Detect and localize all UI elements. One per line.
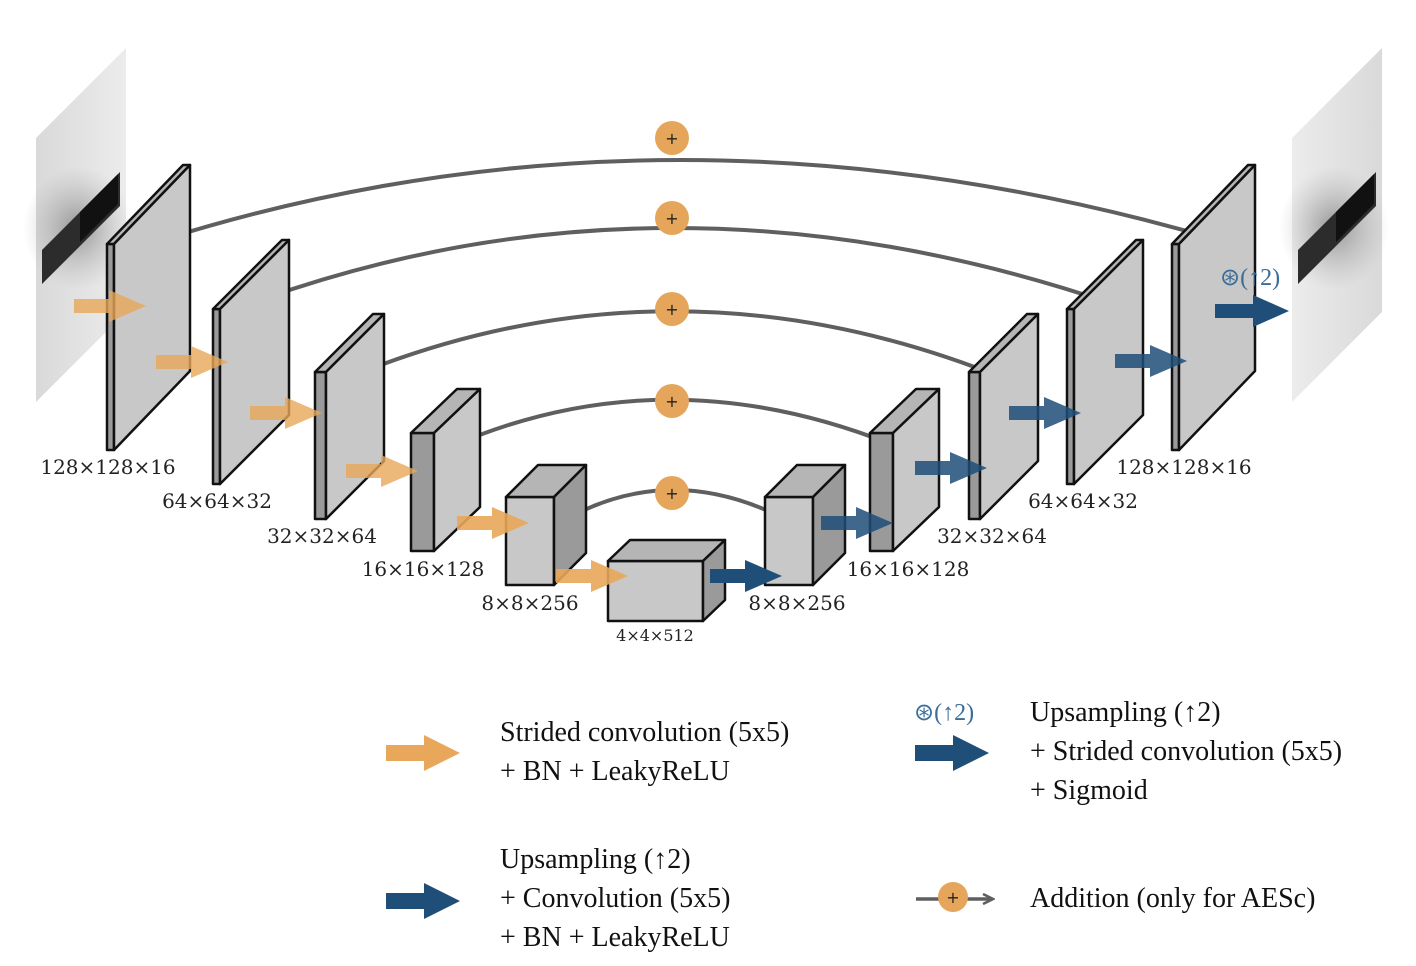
legend-up-conv: Upsampling (↑2) + Convolution (5x5) + BN… (386, 844, 730, 953)
decoder-arrow-icon (821, 507, 893, 539)
addition-node-icon: + (938, 882, 968, 912)
encoder-arrow-icon (74, 290, 146, 322)
decoder-arrow-icon (1009, 397, 1081, 429)
addition-node-icon: + (655, 121, 689, 155)
bottleneck-block (606, 538, 727, 623)
addition-nodes: + + + + + (655, 121, 689, 510)
output-image-icon (1279, 48, 1389, 402)
decoder-dim-labels: 8×8×256 16×16×128 32×32×64 64×64×32 128×… (748, 455, 1251, 615)
encoder-arrows (74, 290, 628, 592)
svg-text:+: + (665, 484, 678, 503)
legend-up-strided-conv: ⊛(↑2) Upsampling (↑2) + Strided convolut… (914, 697, 1342, 806)
encoder-dim-5: 8×8×256 (481, 591, 578, 615)
svg-text:Upsampling (↑2): Upsampling (↑2) (500, 844, 691, 875)
decoder-arrow-icon (386, 883, 460, 919)
decoder-arrow-icon (710, 560, 782, 592)
encoder-block-3 (313, 312, 386, 521)
decoder-dim-2: 16×16×128 (847, 557, 970, 581)
encoder-dim-2: 64×64×32 (162, 489, 272, 513)
encoder-arrow-icon (250, 397, 322, 429)
encoder-arrow-icon (457, 507, 529, 539)
decoder-dim-5: 128×128×16 (1116, 455, 1251, 479)
addition-node-icon: + (655, 476, 689, 510)
addition-node-icon: + (655, 201, 689, 235)
decoder-dim-1: 8×8×256 (748, 591, 845, 615)
svg-text:+ Convolution (5x5): + Convolution (5x5) (500, 883, 730, 914)
decoder-dim-4: 64×64×32 (1028, 489, 1138, 513)
addition-node-icon: + (655, 292, 689, 326)
encoder-arrow-icon (346, 455, 418, 487)
svg-text:+ BN + LeakyReLU: + BN + LeakyReLU (500, 756, 730, 787)
svg-text:Addition (only for AESc): Addition (only for AESc) (1030, 883, 1315, 914)
addition-node-icon: + (655, 384, 689, 418)
encoder-arrow-icon (156, 346, 228, 378)
svg-text:+ Strided convolution (5x5): + Strided convolution (5x5) (1030, 736, 1342, 767)
legend: Strided convolution (5x5) + BN + LeakyRe… (386, 697, 1342, 953)
encoder-arrow-icon (556, 560, 628, 592)
svg-text:+ Sigmoid: + Sigmoid (1030, 775, 1148, 806)
legend-addition: + Addition (only for AESc) (916, 882, 1315, 914)
encoder-block-4 (409, 387, 482, 553)
decoder-arrow-icon (915, 452, 987, 484)
encoder-dim-4: 16×16×128 (362, 557, 485, 581)
skip-connection-1 (161, 158, 1218, 240)
skip-connection-2 (262, 226, 1110, 303)
decoder-arrow-icon (915, 735, 989, 771)
decoder-arrow-icon (1215, 295, 1289, 327)
encoder-dim-3: 32×32×64 (267, 524, 377, 548)
decoder-dim-3: 32×32×64 (937, 524, 1047, 548)
svg-text:Upsampling (↑2): Upsampling (↑2) (1030, 697, 1221, 728)
encoder-block-2 (211, 238, 291, 486)
encoder-arrow-icon (386, 735, 460, 771)
decoder-arrows (710, 295, 1289, 592)
decoder-arrow-icon (1115, 345, 1187, 377)
svg-text:+: + (665, 129, 678, 148)
input-image-icon (23, 48, 133, 402)
svg-text:+: + (665, 392, 678, 411)
encoder-dim-1: 128×128×16 (40, 455, 175, 479)
encoder-block-5 (504, 463, 588, 587)
svg-text:+: + (665, 209, 678, 228)
legend-strided-conv: Strided convolution (5x5) + BN + LeakyRe… (386, 717, 789, 787)
output-upsample-label: ⊛(↑2) (1220, 265, 1280, 291)
svg-text:+: + (665, 300, 678, 319)
svg-text:+: + (946, 888, 959, 907)
svg-text:+ BN + LeakyReLU: + BN + LeakyReLU (500, 922, 730, 953)
bottleneck-dim: 4×4×512 (616, 626, 694, 645)
decoder-block-4 (1065, 238, 1145, 486)
encoder-block-1 (105, 163, 192, 452)
svg-text:⊛(↑2): ⊛(↑2) (914, 700, 974, 726)
encoder-dim-labels: 128×128×16 64×64×32 32×32×64 16×16×128 8… (40, 455, 578, 615)
svg-text:Strided convolution (5x5): Strided convolution (5x5) (500, 717, 789, 748)
